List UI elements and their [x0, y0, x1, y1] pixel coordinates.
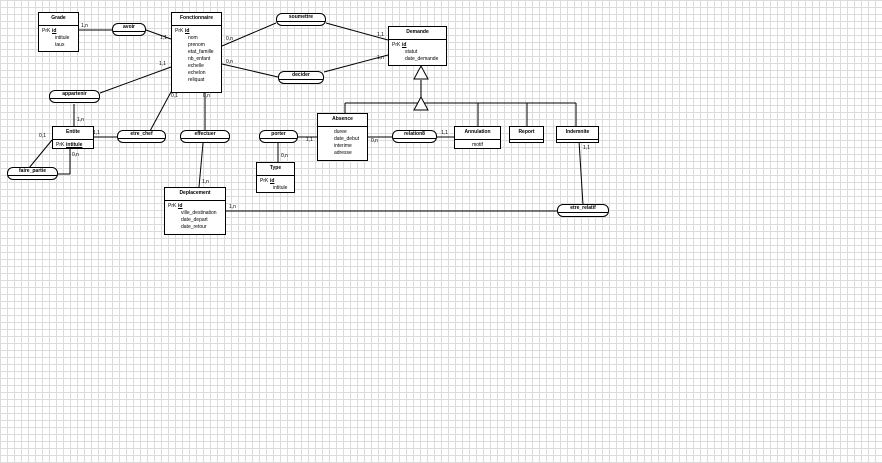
cardinality-label: 1,1: [441, 130, 448, 136]
attribute: ville_destination: [181, 210, 217, 216]
edge-entite-faire-partie-a: [28, 139, 53, 169]
edge-avoir-fonctionnaire: [145, 29, 172, 40]
cardinality-label: 0,1: [171, 93, 178, 99]
entity-title: Fonctionnaire: [172, 13, 221, 26]
cardinality-label: 1,1: [377, 32, 384, 38]
cardinality-label: 1,1: [306, 137, 313, 143]
cardinality-label: 0,n: [226, 36, 233, 42]
relation-faire-partie[interactable]: faire_partie: [7, 167, 58, 180]
entity-report[interactable]: Report: [509, 126, 544, 143]
pk-label: PrK: [260, 178, 269, 184]
edge-effectuer-deplacement: [198, 142, 204, 188]
cardinality-label: 0,n: [281, 153, 288, 159]
cardinality-label: 1,1: [159, 61, 166, 67]
pk-attribute: id: [52, 28, 57, 34]
attribute: interime: [334, 143, 352, 149]
edge-fonctionnaire-soumettre: [221, 22, 277, 47]
cardinality-label: 0,n: [371, 138, 378, 144]
cardinality-label: 0,n: [226, 59, 233, 65]
attribute: echelon: [188, 70, 206, 76]
cardinality-label: 1,n: [81, 23, 88, 29]
edge-decider-demande: [323, 54, 389, 73]
edge-fonctionnaire-decider: [221, 63, 279, 78]
cardinality-label: 1,1: [93, 130, 100, 136]
edge-etre-relatif-indemnite: [578, 140, 584, 206]
pk-label: PrK: [175, 28, 184, 34]
edge-fonctionnaire-appartenir: [99, 66, 172, 94]
cardinality-label: 1,1: [583, 145, 590, 151]
attribute: echelle: [188, 63, 204, 69]
edge-soumettre-demande: [325, 22, 389, 41]
pk-attribute: id: [270, 178, 275, 184]
pk-attribute: id: [178, 203, 183, 209]
attribute: prenom: [188, 42, 205, 48]
inheritance-triangle-hollow: [413, 64, 429, 80]
cardinality-label: 1,n: [229, 204, 236, 210]
relation-porter[interactable]: porter: [259, 130, 298, 143]
entity-title: Grade: [39, 13, 78, 26]
attribute: taux: [55, 42, 65, 48]
cardinality-label: 1,n: [77, 117, 84, 123]
pk-label: PrK: [392, 42, 401, 48]
edge-fonctionnaire-etre-chef: [149, 91, 172, 132]
attribute: statut: [405, 49, 418, 55]
relation-effectuer[interactable]: effectuer: [180, 130, 230, 143]
pk-label: PrK: [168, 203, 177, 209]
entity-title: Entite: [53, 127, 93, 140]
attribute: adresse: [334, 150, 352, 156]
attribute: motif: [472, 142, 483, 148]
cardinality-label: 1,n: [377, 55, 384, 61]
attribute: date_retour: [181, 224, 207, 230]
relation-soumettre[interactable]: soumettre: [276, 13, 326, 26]
cardinality-label: 0,n: [203, 93, 210, 99]
entity-title: Deplacement: [165, 188, 225, 201]
pk-attribute: id: [185, 28, 190, 34]
relation-relation8[interactable]: relation8: [392, 130, 437, 143]
cardinality-label: 0,n: [72, 152, 79, 158]
cardinality-label: 1,1: [160, 35, 167, 41]
entity-indemnite[interactable]: Indemnite: [556, 126, 599, 143]
entity-title: Annulation: [455, 127, 500, 140]
pk-label: PrK: [56, 142, 65, 148]
attribute: intitule: [55, 35, 70, 41]
entity-title: Demande: [389, 27, 446, 40]
attribute: date_debut: [334, 136, 360, 142]
attribute: reliquat: [188, 77, 205, 83]
attribute: nom: [188, 35, 198, 41]
relation-etre-relatif[interactable]: etre_relatif: [557, 204, 609, 217]
cardinality-label: 1,n: [202, 179, 209, 185]
entity-title: Absence: [318, 114, 367, 127]
entity-absence[interactable]: Absence duree date_debut interime adress…: [317, 113, 368, 161]
entity-title: Report: [510, 127, 543, 140]
entity-title: Indemnite: [557, 127, 598, 140]
attribute: etat_famille: [188, 49, 214, 55]
entity-title: Type: [257, 163, 294, 176]
cardinality-label: 0,1: [39, 133, 46, 139]
pk-attribute: id: [402, 42, 407, 48]
relation-decider[interactable]: decider: [278, 71, 324, 84]
attribute: intitule: [273, 185, 288, 191]
relation-avoir[interactable]: avoir: [112, 23, 146, 36]
attribute: date_demande: [405, 56, 439, 62]
inheritance-triangle-solid: [413, 95, 429, 111]
attribute: duree: [334, 129, 347, 135]
relation-appartenir[interactable]: appartenir: [49, 90, 100, 103]
pk-label: PrK: [42, 28, 51, 34]
relation-etre-chef[interactable]: etre_chef: [117, 130, 166, 143]
attribute: date_depart: [181, 217, 208, 223]
attribute: nb_enfant: [188, 56, 211, 62]
entity-annulation[interactable]: Annulation motif: [454, 126, 501, 149]
pk-attribute: intitule: [66, 142, 83, 148]
